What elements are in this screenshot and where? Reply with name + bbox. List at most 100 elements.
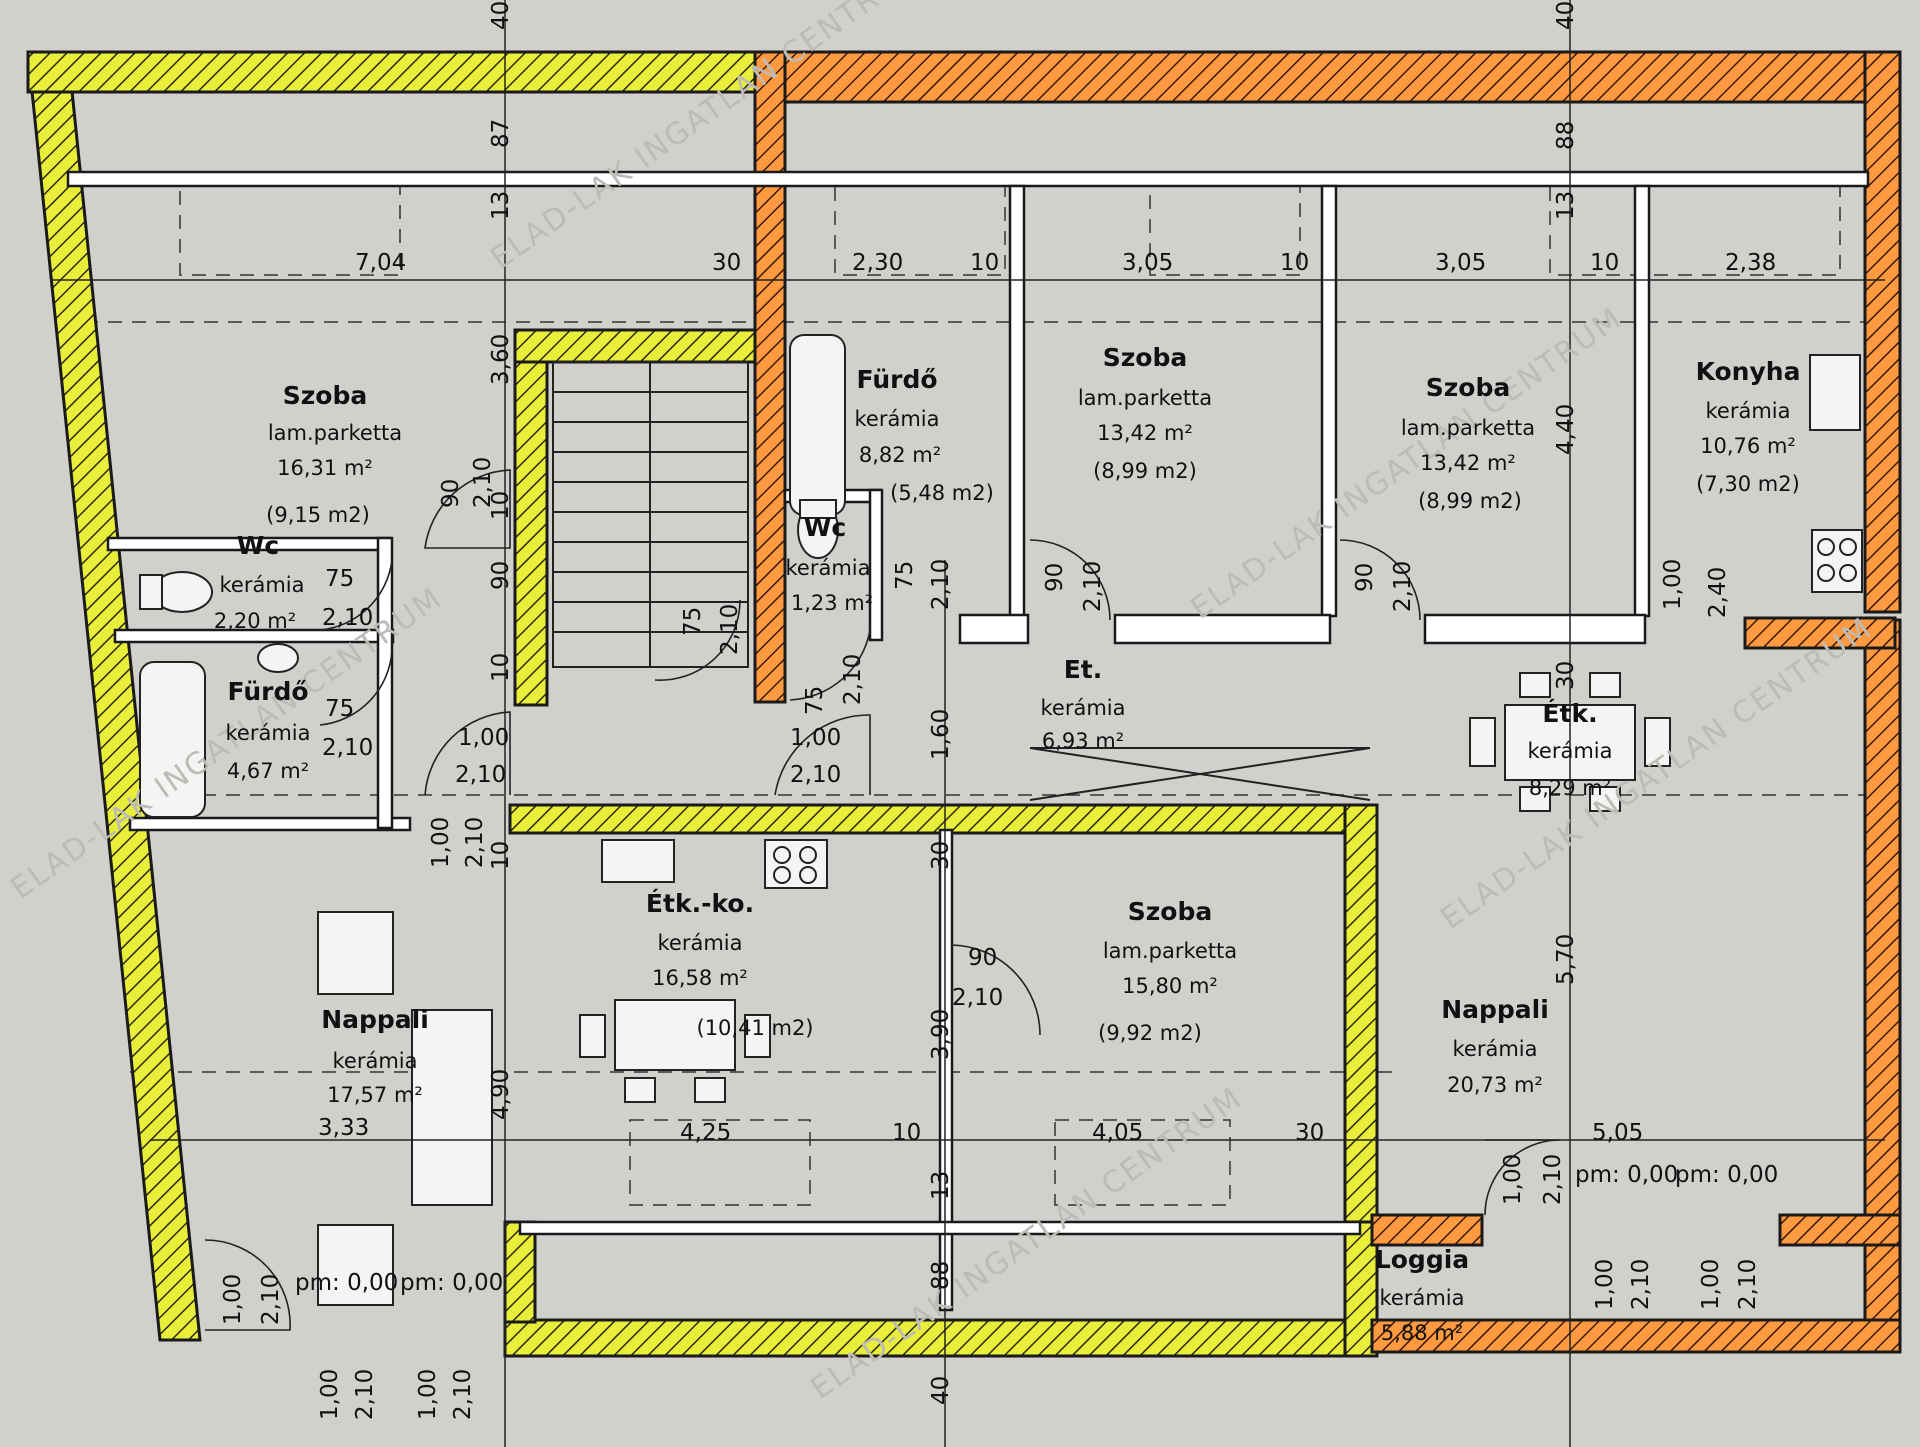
svg-text:2,10: 2,10 [1540, 1154, 1566, 1205]
svg-text:30: 30 [712, 250, 741, 276]
dims-mid: 4,25 10 4,05 30 5,05 [680, 1120, 1643, 1146]
room-label-szoba-n2: Szoba lam.parketta 13,42 m² (8,99 m2) [1401, 373, 1535, 513]
svg-text:4,25: 4,25 [680, 1120, 731, 1146]
svg-text:1,00: 1,00 [1698, 1259, 1724, 1310]
armchair-2 [317, 1224, 394, 1306]
svg-text:Szoba: Szoba [1426, 373, 1511, 402]
svg-text:2,10: 2,10 [450, 1369, 476, 1420]
room-label-nappali-w: Nappali kerámia 17,57 m² [321, 1005, 429, 1107]
svg-text:Fürdő: Fürdő [227, 677, 308, 706]
svg-text:10: 10 [892, 1120, 921, 1146]
svg-text:2,10: 2,10 [717, 604, 743, 655]
armchair-1 [317, 911, 394, 995]
room-label-szoba-nw: Szoba lam.parketta 16,31 m² (9,15 m2) [266, 381, 402, 527]
svg-text:13: 13 [488, 191, 514, 220]
room-label-etk-ko: Étk.-ko. kerámia 16,58 m² (10,41 m2) [646, 889, 814, 1040]
svg-text:pm: 0,00: pm: 0,00 [295, 1270, 398, 1296]
svg-text:Wc: Wc [237, 531, 279, 560]
svg-text:(7,30 m2): (7,30 m2) [1696, 472, 1800, 496]
right-unit-walls [753, 50, 1902, 1354]
room-label-loggia: Loggia kerámia 5,88 m² [1375, 1245, 1469, 1345]
konyha-sink [1809, 354, 1861, 431]
svg-text:(9,92 m2): (9,92 m2) [1098, 1021, 1202, 1045]
east-wall-left [1343, 803, 1379, 1227]
svg-text:Szoba: Szoba [1128, 897, 1213, 926]
svg-text:16,58 m²: 16,58 m² [652, 966, 748, 990]
kitchen-stub [1743, 616, 1897, 650]
svg-text:2,10: 2,10 [322, 735, 373, 761]
cooktop [764, 839, 828, 889]
dims-vertical-left: 40 87 13 3,60 10 90 10 1,00 2,10 10 4,90… [318, 1, 514, 1141]
svg-text:(9,15 m2): (9,15 m2) [266, 503, 370, 527]
svg-text:40: 40 [928, 1376, 954, 1405]
svg-text:Nappali: Nappali [1441, 995, 1549, 1024]
svg-text:Szoba: Szoba [1103, 343, 1188, 372]
partitions [66, 170, 1870, 1312]
svg-text:1,00: 1,00 [458, 725, 509, 751]
svg-text:2,10: 2,10 [790, 762, 841, 788]
svg-text:15,80 m²: 15,80 m² [1122, 974, 1218, 998]
svg-text:75: 75 [325, 696, 354, 722]
svg-text:2,10: 2,10 [1628, 1259, 1654, 1310]
room-label-furdo-w: Fürdő kerámia 4,67 m² [226, 677, 311, 783]
south-stub [503, 1220, 537, 1324]
svg-text:2,10: 2,10 [352, 1369, 378, 1420]
svg-text:30: 30 [1553, 661, 1579, 690]
svg-text:4,05: 4,05 [1092, 1120, 1143, 1146]
svg-text:pm: 0,00: pm: 0,00 [400, 1270, 503, 1296]
left-unit-walls [26, 50, 1379, 1358]
bathtub-east [789, 334, 846, 516]
svg-text:kerámia: kerámia [658, 931, 743, 955]
svg-text:lam.parketta: lam.parketta [1401, 416, 1535, 440]
svg-text:4,67 m²: 4,67 m² [227, 759, 309, 783]
svg-text:pm: 0,00: pm: 0,00 [1675, 1162, 1778, 1188]
svg-text:87: 87 [488, 119, 514, 148]
svg-text:2,30: 2,30 [852, 250, 903, 276]
svg-text:2,10: 2,10 [1080, 561, 1106, 612]
svg-text:5,88 m²: 5,88 m² [1381, 1321, 1463, 1345]
svg-text:1,00: 1,00 [1500, 1154, 1526, 1205]
door-labels: 90 2,10 75 2,10 75 2,10 1,00 2,10 75 2,1… [220, 457, 1731, 1325]
svg-text:(8,99 m2): (8,99 m2) [1418, 489, 1522, 513]
svg-text:1,00: 1,00 [415, 1369, 441, 1420]
svg-text:90: 90 [968, 945, 997, 971]
svg-text:4,90: 4,90 [488, 1069, 514, 1120]
svg-text:lam.parketta: lam.parketta [1103, 939, 1237, 963]
stair-wall-left [513, 328, 549, 707]
svg-text:6,93 m²: 6,93 m² [1042, 729, 1124, 753]
svg-text:10: 10 [970, 250, 999, 276]
svg-text:13: 13 [1553, 191, 1579, 220]
svg-text:2,10: 2,10 [470, 457, 496, 508]
room-label-et: Et. kerámia 6,93 m² [1041, 655, 1126, 753]
svg-text:4,40: 4,40 [1553, 404, 1579, 455]
svg-text:1,00: 1,00 [1592, 1259, 1618, 1310]
svg-text:1,00: 1,00 [428, 817, 454, 868]
konyha-cooktop [1811, 529, 1863, 593]
svg-text:2,10: 2,10 [840, 654, 866, 705]
room-label-konyha: Konyha kerámia 10,76 m² (7,30 m2) [1696, 357, 1801, 496]
svg-text:10: 10 [1590, 250, 1619, 276]
north-wall-right [753, 50, 1902, 104]
svg-text:Szoba: Szoba [283, 381, 368, 410]
svg-text:3,05: 3,05 [1435, 250, 1486, 276]
svg-text:75: 75 [802, 686, 828, 715]
svg-text:10: 10 [488, 841, 514, 870]
svg-text:Wc: Wc [804, 513, 846, 542]
svg-text:lam.parketta: lam.parketta [1078, 386, 1212, 410]
svg-text:Konyha: Konyha [1696, 357, 1801, 386]
svg-text:kerámia: kerámia [1380, 1286, 1465, 1310]
dims-top: 7,04 30 2,30 10 3,05 10 3,05 10 2,38 [355, 250, 1776, 276]
level-marks: pm: 0,00 pm: 0,00 pm: 0,00 pm: 0,00 [295, 1162, 1778, 1296]
room-label-nappali-e: Nappali kerámia 20,73 m² [1441, 995, 1549, 1097]
svg-text:8,29 m²: 8,29 m² [1529, 776, 1611, 800]
svg-text:10: 10 [488, 491, 514, 520]
svg-text:40: 40 [488, 1, 514, 30]
svg-text:3,33: 3,33 [318, 1115, 369, 1141]
stair-wall-top [513, 328, 757, 364]
svg-text:Étk.: Étk. [1542, 699, 1597, 728]
svg-text:90: 90 [1352, 563, 1378, 592]
sink-west [257, 643, 299, 673]
svg-text:2,10: 2,10 [928, 559, 954, 610]
svg-text:Et.: Et. [1064, 655, 1103, 684]
